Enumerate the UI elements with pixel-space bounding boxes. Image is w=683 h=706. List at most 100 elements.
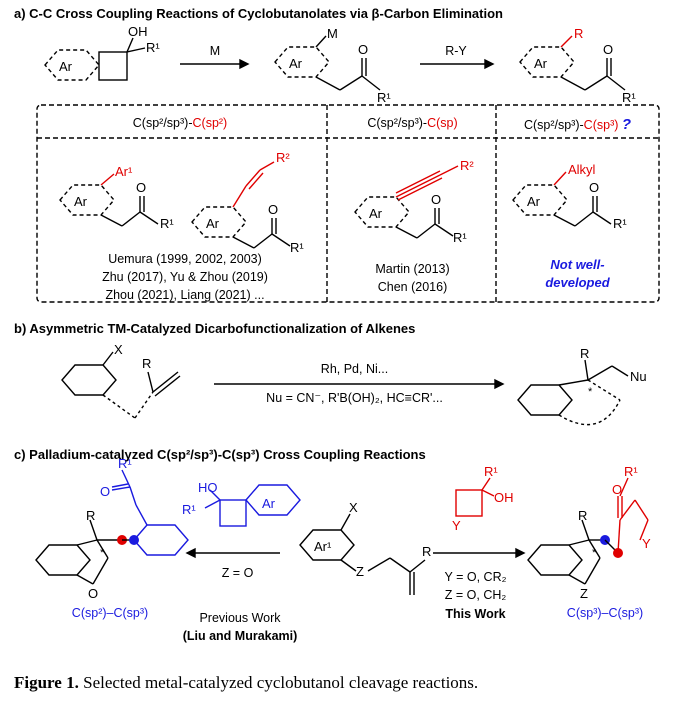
catalyst-label: Rh, Pd, Ni... — [320, 362, 389, 376]
ref-line: Uemura (1999, 2002, 2003) — [108, 252, 262, 266]
svg-text:*: * — [588, 386, 593, 398]
svg-text:O: O — [100, 484, 110, 499]
svg-text:R¹: R¹ — [377, 90, 391, 105]
svg-text:Ar: Ar — [289, 56, 303, 71]
svg-text:Ar: Ar — [262, 496, 276, 511]
y-condition-label: Y = O, CR₂ — [444, 570, 507, 584]
central-substrate-structure: Ar¹ X Z R — [299, 500, 431, 595]
ref-line: Martin (2013) — [375, 262, 450, 276]
svg-text:Ar: Ar — [369, 206, 383, 221]
svg-text:R: R — [578, 508, 587, 523]
col3-header-red: C(sp³) — [583, 118, 619, 132]
svg-text:R¹: R¹ — [118, 456, 132, 471]
svg-text:R¹: R¹ — [624, 464, 638, 479]
left-bond-type-label: C(sp²)–C(sp³) — [71, 606, 149, 620]
col1-header-red: C(sp²) — [192, 116, 228, 130]
aryl-cyclobutanol-structure: HO R¹ Ar — [182, 480, 301, 527]
col1-references: Uemura (1999, 2002, 2003) Zhu (2017), Yu… — [50, 250, 320, 304]
cyclic-alcohol-structure: R¹ OH Y — [452, 464, 514, 533]
coupled-ketone-structure: Ar R O R¹ — [519, 26, 636, 105]
col3-header-black: C(sp²/sp³)- — [523, 118, 584, 132]
svg-text:R¹: R¹ — [484, 464, 498, 479]
svg-text:Ar: Ar — [534, 56, 548, 71]
svg-text:OH: OH — [128, 24, 148, 39]
previous-work-label: Previous Work — [199, 611, 281, 625]
svg-text:Y: Y — [642, 536, 651, 551]
ref-line: Zhou (2021), Liang (2021) ... — [105, 288, 265, 302]
svg-text:X: X — [114, 342, 123, 357]
note-line: Not well- — [550, 257, 605, 272]
svg-text:X: X — [349, 500, 358, 515]
svg-text:O: O — [603, 42, 613, 57]
arrow-label-m: M — [209, 44, 221, 58]
svg-text:R: R — [574, 26, 583, 41]
svg-text:Ar: Ar — [206, 216, 220, 231]
svg-text:R¹: R¹ — [290, 240, 304, 255]
caption-label: Figure 1. — [14, 673, 79, 692]
svg-text:Nu: Nu — [630, 369, 647, 384]
cyclized-product-structure: R Nu * — [517, 346, 647, 426]
svg-text:*: * — [100, 547, 105, 559]
note-line: developed — [545, 275, 610, 290]
svg-text:R¹: R¹ — [146, 40, 160, 55]
svg-text:Ar: Ar — [59, 59, 73, 74]
svg-text:O: O — [612, 482, 622, 497]
col1-header: C(sp²/sp³)-C(sp²) — [100, 116, 260, 130]
svg-text:R: R — [422, 544, 431, 559]
col2-header: C(sp²/sp³)-C(sp) — [340, 116, 485, 130]
col1-header-black: C(sp²/sp³)- — [132, 116, 193, 130]
svg-text:Z: Z — [356, 564, 364, 579]
svg-text:Z: Z — [580, 586, 588, 601]
svg-text:HO: HO — [198, 480, 218, 495]
svg-text:R¹: R¹ — [453, 230, 467, 245]
this-work-product-structure: R * Z O R¹ Y — [527, 464, 651, 601]
svg-text:OH: OH — [494, 490, 514, 505]
svg-text:Ar: Ar — [527, 194, 541, 209]
svg-text:Y: Y — [452, 518, 461, 533]
z-condition-label: Z = O, CH₂ — [444, 588, 507, 602]
col2-references: Martin (2013) Chen (2016) — [340, 260, 485, 296]
not-well-developed-note: Not well- developed — [500, 256, 655, 292]
svg-text:R²: R² — [460, 158, 474, 173]
svg-text:Ar¹: Ar¹ — [115, 164, 133, 179]
svg-text:O: O — [358, 42, 368, 57]
svg-text:O: O — [136, 180, 146, 195]
col3-header: C(sp²/sp³)-C(sp³) ? — [500, 116, 655, 133]
alkyl-ketone-structure: Ar Alkyl O R¹ — [512, 162, 627, 231]
figure-caption: Figure 1. Selected metal-catalyzed cyclo… — [14, 673, 478, 693]
metallated-ketone-structure: Ar M O R¹ — [274, 26, 391, 105]
z-equals-o-label: Z = O — [221, 566, 254, 580]
previous-work-product-structure: R * O O R¹ — [35, 456, 189, 601]
svg-text:O: O — [88, 586, 98, 601]
svg-text:Ar¹: Ar¹ — [314, 539, 332, 554]
svg-text:*: * — [592, 547, 597, 559]
cyclobutanol-structure: Ar OH R¹ — [44, 24, 160, 81]
caption-text: Selected metal-catalyzed cyclobutanol cl… — [78, 673, 479, 692]
svg-text:R¹: R¹ — [160, 216, 174, 231]
aryl-ketone-structure: Ar Ar¹ O R¹ — [59, 164, 174, 231]
right-bond-type-label: C(sp³)–C(sp³) — [566, 606, 644, 620]
svg-text:Ar: Ar — [74, 194, 88, 209]
svg-text:M: M — [327, 26, 338, 41]
svg-text:R¹: R¹ — [182, 502, 196, 517]
this-work-label: This Work — [445, 607, 506, 621]
col2-header-black: C(sp²/sp³)- — [367, 116, 428, 130]
svg-text:O: O — [431, 192, 441, 207]
alkene-substrate-structure: X R — [61, 342, 181, 419]
nucleophile-label: Nu = CN⁻, R'B(OH)₂, HC≡CR'... — [266, 391, 443, 405]
svg-text:R²: R² — [276, 150, 290, 165]
svg-text:Alkyl: Alkyl — [568, 162, 596, 177]
section-a-title: a) C-C Cross Coupling Reactions of Cyclo… — [14, 6, 503, 21]
ref-line: Chen (2016) — [377, 280, 448, 294]
ref-line: Zhu (2017), Yu & Zhou (2019) — [102, 270, 268, 284]
svg-text:R¹: R¹ — [613, 216, 627, 231]
section-b-title: b) Asymmetric TM-Catalyzed Dicarbofuncti… — [14, 321, 416, 336]
col3-question-mark: ? — [621, 116, 632, 133]
col2-header-red: C(sp) — [427, 116, 458, 130]
svg-text:O: O — [589, 180, 599, 195]
section-c-title: c) Palladium-catalyzed C(sp²/sp³)-C(sp³)… — [14, 447, 426, 462]
alkynyl-ketone-structure: Ar R² O R¹ — [354, 158, 474, 245]
svg-text:R: R — [142, 356, 151, 371]
svg-text:O: O — [268, 202, 278, 217]
